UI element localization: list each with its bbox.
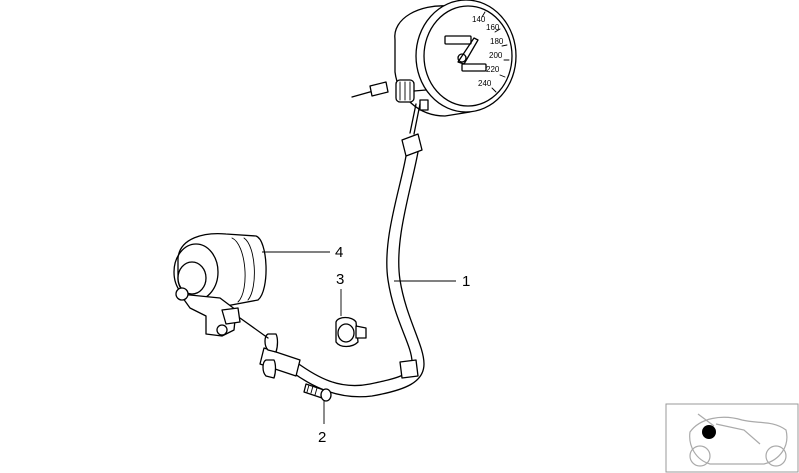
callout-3: 3	[336, 271, 344, 288]
screw	[303, 383, 332, 402]
location-marker-dot	[702, 425, 716, 439]
speedometer: 140 160 180 200 220 240	[351, 0, 517, 117]
cable-clip	[335, 316, 367, 348]
scale-label: 160	[486, 23, 500, 32]
scale-label: 180	[490, 37, 504, 46]
scale-label: 200	[489, 51, 503, 60]
scale-label: 240	[478, 79, 492, 88]
speed-sensor-housing	[173, 232, 267, 337]
scale-label: 220	[486, 65, 500, 74]
speedometer-cable	[239, 103, 425, 398]
callout-1: 1	[462, 273, 470, 290]
motorcycle-thumbnail	[665, 403, 799, 473]
callout-4: 4	[335, 244, 343, 261]
scale-label: 140	[472, 15, 486, 24]
callout-2: 2	[318, 429, 326, 446]
